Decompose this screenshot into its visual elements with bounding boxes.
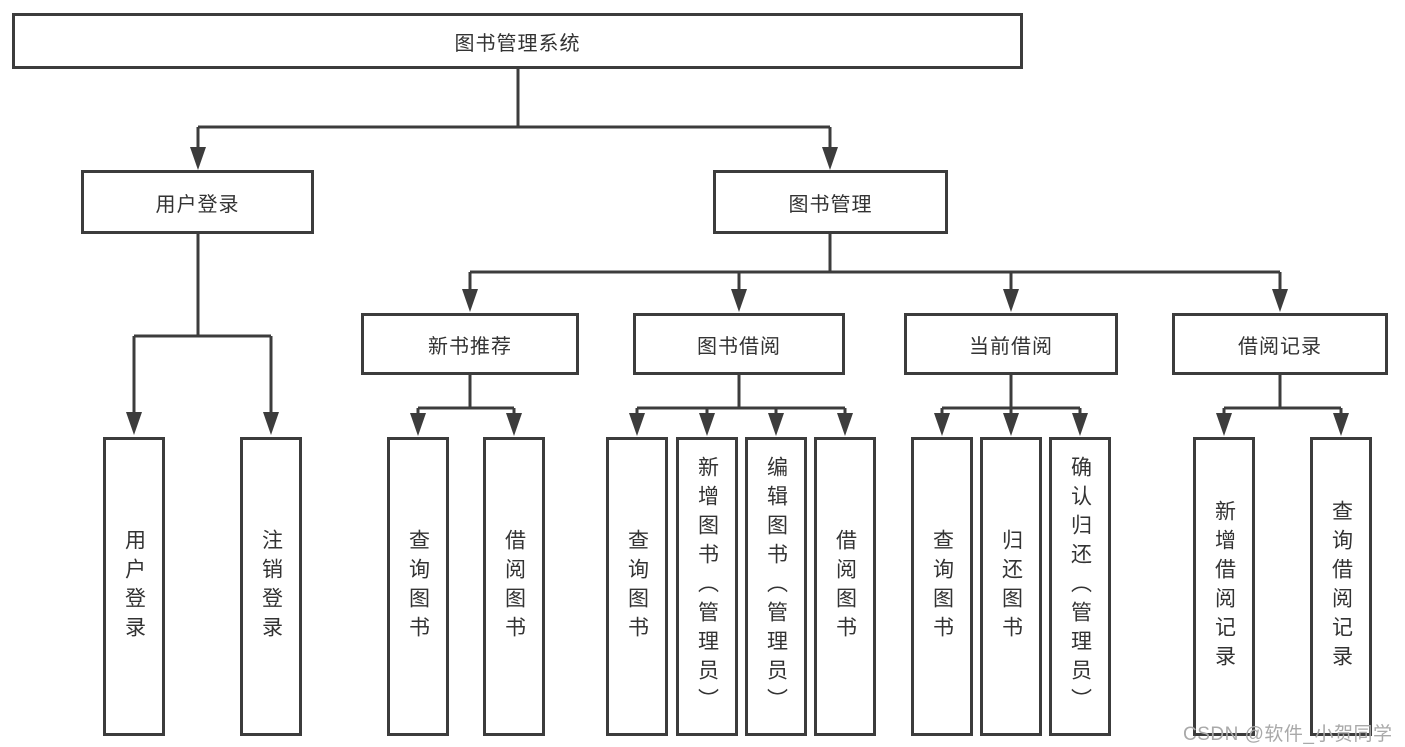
- leaf-add-books-admin: 新增图书（管理员）: [676, 437, 738, 736]
- leaf-label: 注销登录: [259, 528, 283, 645]
- node-book-borrowing: 图书借阅: [633, 313, 845, 375]
- leaf-label: 编辑图书（管理员）: [764, 456, 788, 717]
- leaf-label: 归还图书: [999, 528, 1023, 645]
- leaf-query-books-borrowing: 查询图书: [606, 437, 668, 736]
- node-library-management-system: 图书管理系统: [12, 13, 1023, 69]
- leaf-borrow-books-recommend: 借阅图书: [483, 437, 545, 736]
- leaf-label: 查询借阅记录: [1329, 499, 1353, 674]
- leaf-add-borrow-record: 新增借阅记录: [1193, 437, 1255, 736]
- leaf-label: 确认归还（管理员）: [1068, 456, 1092, 717]
- connector-book-management-to-level3: [468, 234, 1282, 295]
- leaf-borrow-books-borrowing: 借阅图书: [814, 437, 876, 736]
- leaf-query-books-current: 查询图书: [911, 437, 973, 736]
- leaf-confirm-return-admin: 确认归还（管理员）: [1049, 437, 1111, 736]
- leaf-user-login: 用户登录: [103, 437, 165, 736]
- leaf-label: 借阅图书: [502, 528, 526, 645]
- connector-new-book-group: [416, 375, 516, 418]
- leaf-query-borrow-record: 查询借阅记录: [1310, 437, 1372, 736]
- connector-root-to-level2: [196, 69, 832, 150]
- connector-user-login-group: [132, 234, 273, 415]
- node-user-login: 用户登录: [81, 170, 314, 234]
- node-new-book-recommendation: 新书推荐: [361, 313, 579, 375]
- connector-borrowing-records-group: [1222, 375, 1343, 418]
- leaf-label: 借阅图书: [833, 528, 857, 645]
- leaf-label: 查询图书: [406, 528, 430, 645]
- leaf-query-books-recommend: 查询图书: [387, 437, 449, 736]
- leaf-logout: 注销登录: [240, 437, 302, 736]
- connector-current-borrowing-group: [940, 375, 1082, 418]
- node-book-management: 图书管理: [713, 170, 948, 234]
- leaf-label: 新增借阅记录: [1212, 499, 1236, 674]
- watermark: CSDN @软件_小贺同学: [1183, 724, 1393, 745]
- node-borrowing-records: 借阅记录: [1172, 313, 1388, 375]
- leaf-label: 查询图书: [625, 528, 649, 645]
- leaf-edit-books-admin: 编辑图书（管理员）: [745, 437, 807, 736]
- leaf-label: 用户登录: [122, 528, 146, 645]
- leaf-label: 查询图书: [930, 528, 954, 645]
- connector-book-borrowing-group: [635, 375, 847, 418]
- leaf-label: 新增图书（管理员）: [695, 456, 719, 717]
- leaf-return-books: 归还图书: [980, 437, 1042, 736]
- node-current-borrowing: 当前借阅: [904, 313, 1118, 375]
